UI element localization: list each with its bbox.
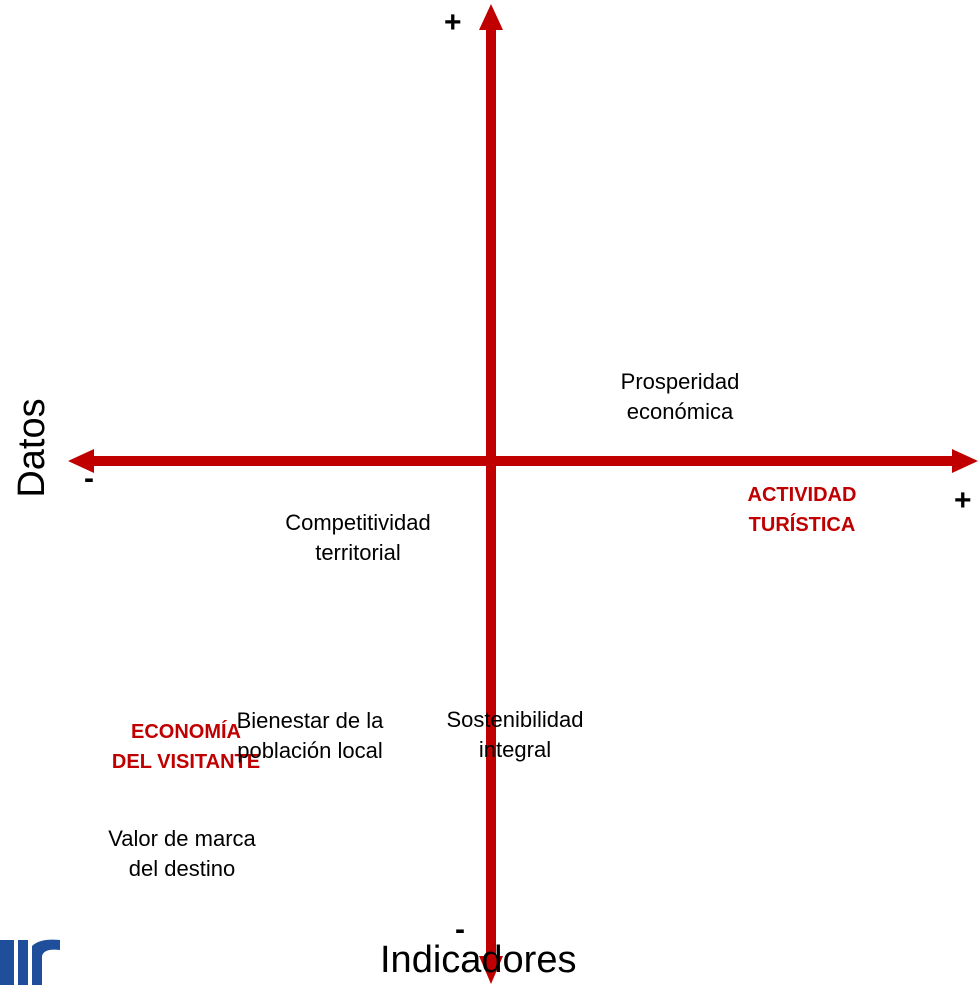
item-competitividad-territorial: Competitividad territorial xyxy=(248,508,468,568)
horizontal-axis-arrow-right xyxy=(952,449,978,473)
item-bienestar-line2: población local xyxy=(237,738,383,763)
horizontal-axis-arrow-left xyxy=(68,449,94,473)
category-actividad-turistica-line2: TURÍSTICA xyxy=(748,514,856,536)
item-prosperidad-line2: económica xyxy=(626,399,734,424)
item-prosperidad-line1: Prosperidad xyxy=(620,369,740,394)
category-economia-visitante: ECONOMÍA DEL VISITANTE xyxy=(86,717,286,777)
item-valor-marca-line2: del destino xyxy=(128,856,236,881)
item-valor-marca-line1: Valor de marca xyxy=(108,826,256,851)
item-competitividad-line2: territorial xyxy=(315,540,401,565)
horizontal-axis-right-sign: + xyxy=(954,484,972,517)
vertical-axis-bottom-sign: - xyxy=(455,913,465,946)
item-sostenibilidad-line1: Sostenibilidad xyxy=(446,707,584,732)
item-prosperidad-economica: Prosperidad económica xyxy=(580,367,780,427)
category-economia-visitante-line1: ECONOMÍA xyxy=(131,721,241,743)
vertical-axis-title: Indicadores xyxy=(380,939,577,981)
horizontal-axis-title: Datos xyxy=(11,398,53,498)
item-sostenibilidad-line2: integral xyxy=(478,737,552,762)
category-actividad-turistica: ACTIVIDAD TURÍSTICA xyxy=(712,480,892,540)
item-valor-marca-destino: Valor de marca del destino xyxy=(82,824,282,884)
vertical-axis-arrow-down xyxy=(479,956,503,984)
vertical-axis-arrow-up xyxy=(479,4,503,30)
horizontal-axis-left-sign: - xyxy=(84,462,94,495)
category-actividad-turistica-line1: ACTIVIDAD xyxy=(747,484,857,506)
item-competitividad-line1: Competitividad xyxy=(285,510,431,535)
item-sostenibilidad-integral: Sostenibilidad integral xyxy=(415,705,615,765)
item-bienestar-poblacion: Bienestar de la población local xyxy=(210,706,410,766)
vertical-axis-top-sign: + xyxy=(444,6,462,39)
category-economia-visitante-line2: DEL VISITANTE xyxy=(111,751,261,773)
item-bienestar-line1: Bienestar de la xyxy=(236,708,384,733)
partial-logo-mark xyxy=(0,939,60,985)
